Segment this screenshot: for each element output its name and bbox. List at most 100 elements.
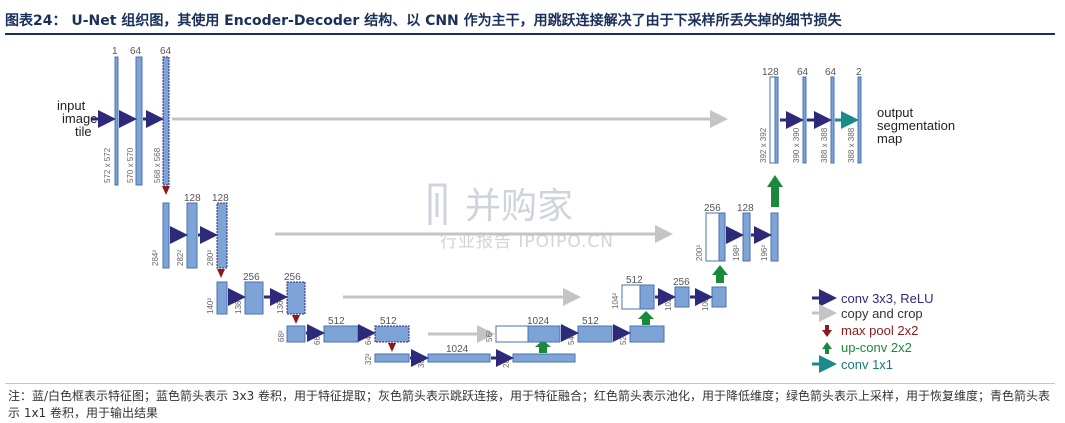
channel-label: 1 <box>112 46 118 57</box>
dim-label: 388 x 388 <box>847 127 856 163</box>
feature-map <box>527 325 561 343</box>
title-rule <box>5 33 1055 35</box>
upconv-arrow <box>767 175 783 207</box>
dim-label: 570 x 570 <box>126 147 135 183</box>
feature-map <box>802 76 807 164</box>
svg-text:input: input <box>57 98 86 113</box>
feature-map <box>770 212 779 262</box>
dim-label: 392 x 392 <box>759 127 768 163</box>
dim-label: 196² <box>760 245 769 261</box>
feature-map <box>639 284 655 310</box>
bottleneck: 1024 32² 30² 28² <box>364 340 576 368</box>
feature-map-copied <box>769 76 776 164</box>
feature-map <box>629 325 665 343</box>
channel-label: 64 <box>160 46 172 57</box>
feature-map <box>216 281 228 315</box>
feature-map <box>374 325 410 343</box>
svg-text:segmentation: segmentation <box>877 118 955 133</box>
channel-label: 1024 <box>527 316 550 327</box>
channel-label: 128 <box>212 193 229 204</box>
figure-note: 注：蓝/白色框表示特征图；蓝色箭头表示 3x3 卷积，用于特征提取；灰色箭头表示… <box>8 389 1051 420</box>
decoder-level-3: 512 256 104² 102² 100² <box>611 265 728 311</box>
maxpool-arrow <box>388 343 396 352</box>
watermark: 并购家 行业报告 IPOIPO.CN <box>428 183 613 252</box>
feature-map <box>323 325 359 343</box>
dim-label: 32² <box>364 353 373 365</box>
feature-map <box>374 353 410 363</box>
feature-map <box>114 56 119 186</box>
feature-map <box>742 212 751 262</box>
dim-label: 198² <box>732 245 741 261</box>
feature-map <box>718 212 726 262</box>
feature-map <box>162 202 170 269</box>
encoder-level-2: 128 128 284² 282² 280² <box>151 193 673 278</box>
encoder-level-1: 1 64 64 572 x 572 570 x 570 568 x 568 <box>92 46 728 195</box>
channel-label: 64 <box>797 67 809 78</box>
maxpool-arrow <box>217 269 225 278</box>
channel-label: 256 <box>704 203 721 214</box>
legend-label: conv 3x3, ReLU <box>841 291 934 306</box>
dim-label: 282² <box>176 250 185 266</box>
svg-text:image: image <box>62 111 97 126</box>
feature-map <box>711 286 727 308</box>
svg-text:map: map <box>877 131 902 146</box>
dim-label: 52² <box>619 333 628 345</box>
upconv-arrow <box>712 265 728 283</box>
channel-label: 64 <box>130 46 142 57</box>
legend-label: up-conv 2x2 <box>841 340 912 355</box>
channel-label: 1024 <box>446 344 469 355</box>
upconv-arrow <box>638 311 654 325</box>
feature-map <box>674 286 690 308</box>
decoder-level-1: 128 64 64 2 392 x 392 390 x 390 388 x 38… <box>759 67 862 164</box>
arrow-up-green-icon <box>822 342 832 354</box>
dim-label: 284² <box>151 250 160 266</box>
dim-label: 390 x 390 <box>792 127 801 163</box>
legend-label: max pool 2x2 <box>841 323 918 338</box>
dim-label: 200² <box>695 245 704 261</box>
encoder-level-4: 512 512 68² 66² 64² <box>277 316 495 352</box>
feature-map <box>857 76 862 164</box>
dim-label: 388 x 388 <box>820 127 829 163</box>
dim-label: 68² <box>277 330 286 342</box>
decoder-level-2: 256 128 200² 198² 196² <box>695 175 783 262</box>
dim-label: 56² <box>485 330 494 342</box>
feature-map <box>162 56 170 186</box>
channel-label: 512 <box>582 316 599 327</box>
channel-label: 256 <box>284 272 301 283</box>
feature-map <box>244 281 264 315</box>
channel-label: 128 <box>184 193 201 204</box>
feature-map-copied <box>621 284 641 310</box>
svg-text:output: output <box>877 105 914 120</box>
dim-label: 568 x 568 <box>153 147 162 183</box>
legend-label: conv 1x1 <box>841 357 893 372</box>
dim-label: 54² <box>567 333 576 345</box>
feature-map <box>577 325 613 343</box>
dim-label: 138² <box>234 298 243 314</box>
channel-label: 256 <box>243 272 260 283</box>
feature-map-copied <box>495 325 529 343</box>
decoder-level-4: 1024 512 56² 54² 52² <box>485 311 665 345</box>
watermark-brand: 并购家 <box>465 186 573 227</box>
input-label: input image tile <box>57 98 97 139</box>
feature-map <box>427 353 491 363</box>
feature-map <box>186 202 198 269</box>
channel-label: 512 <box>380 316 397 327</box>
figure-title: 图表24： U-Net 组织图，其使用 Encoder-Decoder 结构、以… <box>5 13 842 29</box>
channel-label: 64 <box>825 67 837 78</box>
feature-map <box>135 56 143 186</box>
feature-map <box>774 76 779 164</box>
footer-rule <box>5 383 1055 384</box>
channel-label: 128 <box>737 203 754 214</box>
channel-label: 256 <box>673 277 690 288</box>
unet-diagram: 并购家 行业报告 IPOIPO.CN input image tile outp… <box>57 46 955 373</box>
channel-label: 128 <box>762 67 779 78</box>
feature-map <box>286 281 306 315</box>
dim-label: 66² <box>313 333 322 345</box>
legend-label: copy and crop <box>841 306 923 321</box>
feature-map-copied <box>705 212 720 262</box>
feature-map <box>286 325 306 343</box>
dim-label: 136² <box>276 298 285 314</box>
dim-label: 140² <box>206 298 215 314</box>
encoder-level-3: 256 256 140² 138² 136² <box>206 272 581 324</box>
output-label: output segmentation map <box>877 105 955 146</box>
